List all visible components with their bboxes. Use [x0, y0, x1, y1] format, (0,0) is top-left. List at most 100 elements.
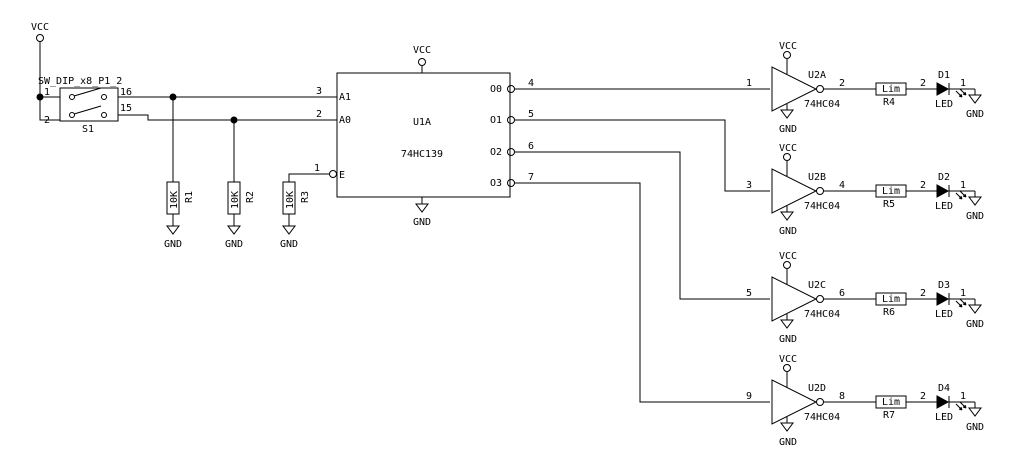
inverter-part-label: 74HC04: [804, 99, 840, 110]
switch-pin-label: 1: [44, 87, 50, 98]
inverter-ref-label: U2C: [808, 280, 826, 291]
limit-resistor-r4: Lim R4: [875, 82, 937, 108]
pin-name-label: A0: [339, 115, 351, 126]
enable-inversion-bubble: [329, 170, 337, 178]
gnd-label: GND: [966, 109, 984, 120]
led-d2: D2 LED 2 1 GND: [920, 172, 984, 222]
pin-number-label: 1: [960, 391, 966, 402]
resistor-r1: 10K R1 GND: [164, 181, 195, 250]
pin-number-label: 2: [316, 109, 322, 120]
pin-number-label: 5: [528, 109, 534, 120]
gnd-label: GND: [413, 217, 431, 228]
pin-number-label: 8: [839, 391, 845, 402]
pin-number-label: 3: [746, 180, 752, 191]
switch-ref-label: S1: [82, 124, 94, 135]
inverter-ref-label: U2D: [808, 383, 826, 394]
wire-vcc-switch: [39, 42, 60, 121]
led-ref-label: D1: [938, 70, 950, 81]
resistor-r2: 10K R2 GND: [225, 181, 256, 250]
pin-number-label: 6: [528, 141, 534, 152]
vcc-label: VCC: [31, 22, 49, 33]
led-part-label: LED: [935, 309, 953, 320]
wire-a0: [118, 114, 337, 121]
inverter-u2c: VCC GND U2C 74HC04 5 6: [746, 251, 876, 345]
vcc-label: VCC: [779, 354, 797, 365]
resistor-ref-label: R6: [883, 307, 895, 318]
gnd-label: GND: [164, 239, 182, 250]
dip-switch-s1: SW_DIP_x8_P1_2 S1 1 2 16 15: [38, 76, 132, 135]
led-ref-label: D3: [938, 280, 950, 291]
pin-number-label: 2: [839, 78, 845, 89]
inverter-u2b: VCC GND U2B 74HC04 3 4: [746, 143, 876, 237]
gnd-label: GND: [280, 239, 298, 250]
wire-o2: [514, 151, 770, 300]
gnd-label: GND: [966, 211, 984, 222]
inverter-ref-label: U2A: [808, 70, 826, 81]
led-part-label: LED: [935, 412, 953, 423]
resistor-value-label: Lim: [882, 84, 900, 95]
gnd-label: GND: [779, 124, 797, 135]
wire-r3-enable: [288, 173, 329, 182]
pin-number-label: 2: [920, 78, 926, 89]
pin-number-label: 4: [528, 78, 534, 89]
resistor-value-label: 10K: [230, 191, 241, 209]
led-part-label: LED: [935, 99, 953, 110]
pin-name-label: A1: [339, 92, 351, 103]
resistor-value-label: 10K: [169, 191, 180, 209]
pin-number-label: 1: [960, 78, 966, 89]
switch-pin-label: 16: [120, 87, 132, 98]
inverter-part-label: 74HC04: [804, 412, 840, 423]
pin-name-label: O0: [490, 84, 502, 95]
pin-number-label: 6: [839, 288, 845, 299]
pin-number-label: 1: [960, 288, 966, 299]
decoder-part-label: 74HC139: [401, 149, 443, 160]
pin-name-label: E: [339, 170, 345, 181]
vcc-label: VCC: [779, 41, 797, 52]
pin-name-label: O2: [490, 147, 502, 158]
vcc-symbol: VCC: [31, 22, 49, 42]
resistor-ref-label: R7: [883, 410, 895, 421]
pin-number-label: 1: [960, 180, 966, 191]
resistor-ref-label: R3: [300, 191, 311, 203]
gnd-label: GND: [779, 226, 797, 237]
led-d1: D1 LED 2 1 GND: [920, 70, 984, 120]
wire-o3: [514, 182, 770, 403]
resistor-ref-label: R4: [883, 97, 895, 108]
vcc-label: VCC: [779, 251, 797, 262]
led-part-label: LED: [935, 201, 953, 212]
inverter-ref-label: U2B: [808, 172, 826, 183]
pin-number-label: 2: [920, 288, 926, 299]
pin-number-label: 3: [316, 86, 322, 97]
limit-resistor-r6: Lim R6: [875, 292, 937, 318]
led-d3: D3 LED 2 1 GND: [920, 280, 984, 330]
wire-o1: [514, 119, 770, 192]
switch-pin-label: 15: [120, 103, 132, 114]
pin-name-label: O3: [490, 178, 502, 189]
pin-number-label: 7: [528, 172, 534, 183]
junction-dot: [36, 93, 44, 101]
led-d4: D4 LED 2 1 GND: [920, 383, 984, 433]
resistor-ref-label: R2: [245, 191, 256, 203]
led-ref-label: D4: [938, 383, 950, 394]
vcc-label: VCC: [779, 143, 797, 154]
inverter-part-label: 74HC04: [804, 309, 840, 320]
resistor-value-label: Lim: [882, 397, 900, 408]
vcc-label: VCC: [413, 45, 431, 56]
resistor-r3: 10K R3 GND: [280, 181, 311, 250]
resistor-value-label: Lim: [882, 186, 900, 197]
resistor-ref-label: R1: [184, 191, 195, 203]
limit-resistor-r7: Lim R7: [875, 395, 937, 421]
switch-pin-label: 2: [44, 115, 50, 126]
junction-dot: [169, 93, 177, 101]
pin-number-label: 1: [314, 163, 320, 174]
resistor-value-label: 10K: [285, 191, 296, 209]
pin-number-label: 2: [920, 391, 926, 402]
led-ref-label: D2: [938, 172, 950, 183]
gnd-label: GND: [779, 334, 797, 345]
pin-number-label: 5: [746, 288, 752, 299]
inverter-u2d: VCC GND U2D 74HC04 9 8: [746, 354, 876, 448]
gnd-label: GND: [966, 319, 984, 330]
limit-resistor-r5: Lim R5: [875, 184, 937, 210]
resistor-value-label: Lim: [882, 294, 900, 305]
